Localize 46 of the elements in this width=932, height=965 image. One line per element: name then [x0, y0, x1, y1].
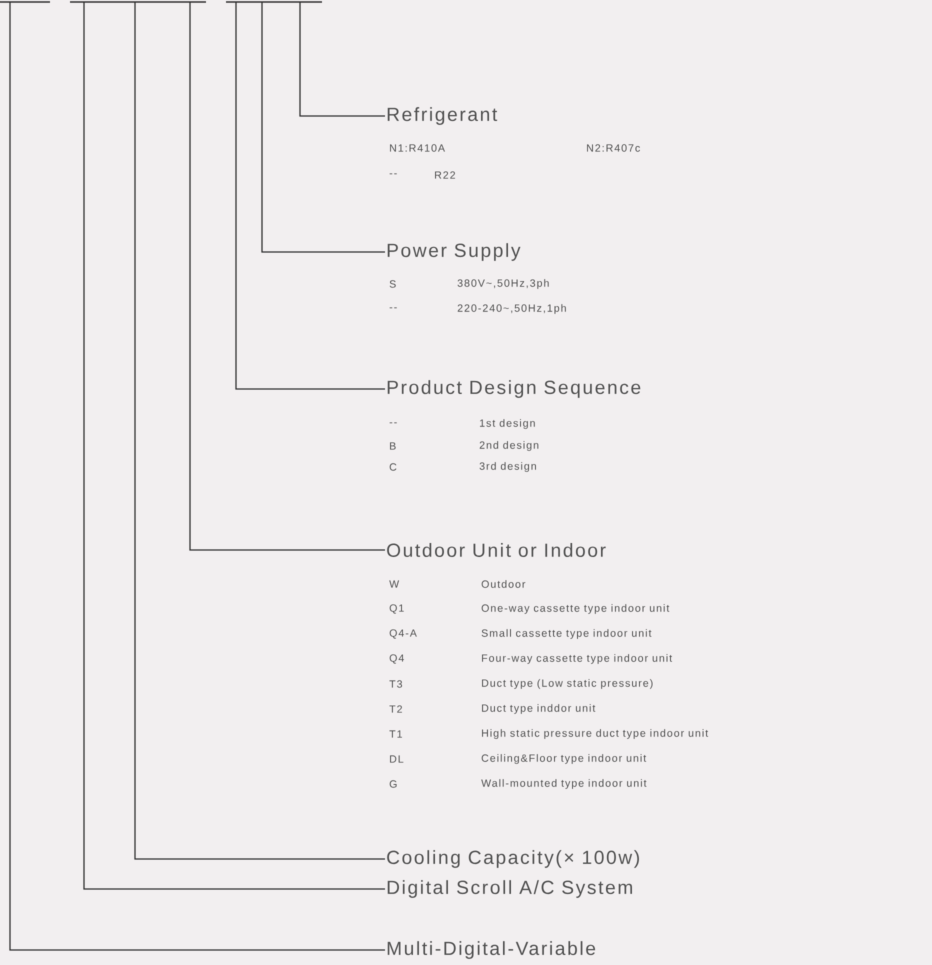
- code-letter: --: [390, 307, 397, 308]
- leader-line: [83, 2, 385, 890]
- code-letter: T2: [389, 705, 402, 713]
- code-meaning: Wall-mounted type indoor unit: [481, 779, 646, 789]
- code-meaning: Four-way cassette type indoor unit: [482, 654, 672, 664]
- code-meaning: 3rd design: [480, 462, 536, 472]
- code-letter: B: [390, 442, 396, 450]
- code-letter: G: [390, 780, 397, 788]
- code-letter: DL: [390, 755, 404, 763]
- leader-line: [134, 2, 385, 860]
- code-letter: S: [390, 280, 396, 288]
- section-heading: Cooling Capacity(× 100w): [387, 850, 639, 868]
- code-meaning: R22: [435, 171, 456, 179]
- code-letter: C: [390, 463, 396, 471]
- code-meaning: 2nd design: [480, 441, 538, 451]
- code-meaning: 380V~,50Hz,3ph: [458, 279, 549, 289]
- code-letter: T1: [389, 730, 402, 738]
- code-meaning: 220-240~,50Hz,1ph: [458, 304, 566, 314]
- section-heading: Power Supply: [388, 243, 520, 261]
- code-meaning: 1st design: [480, 419, 535, 429]
- leader-line: [9, 2, 385, 951]
- code-letter: Q4: [390, 654, 404, 664]
- section-heading: Outdoor Unit or Indoor: [387, 543, 606, 557]
- code-letter: --: [390, 173, 397, 174]
- code-letter: Q1: [390, 604, 404, 614]
- code-letter: W: [389, 580, 400, 588]
- leader-line: [299, 2, 385, 117]
- code-letter: N1:R410A: [390, 144, 445, 152]
- code-meaning: Duct type (Low static pressure): [482, 679, 653, 689]
- code-meaning: N2:R407c: [587, 144, 640, 152]
- code-letter: Q4-A: [390, 629, 417, 639]
- code-letter: --: [390, 422, 397, 424]
- section-heading: Multi-Digital-Variable: [388, 941, 596, 959]
- leader-line: [235, 2, 385, 390]
- code-meaning: Outdoor: [482, 580, 526, 588]
- code-meaning: Small cassette type indoor unit: [482, 629, 652, 639]
- code-meaning: Ceiling&Floor type indoor unit: [482, 754, 646, 764]
- section-heading: Digital Scroll A/C System: [388, 880, 632, 898]
- section-heading: Refrigerant: [388, 107, 498, 125]
- code-meaning: High static pressure duct type indoor unit: [482, 729, 708, 739]
- leader-line: [261, 2, 385, 253]
- code-meaning: One-way cassette type indoor unit: [482, 604, 670, 614]
- code-letter: T3: [389, 680, 402, 688]
- section-heading: Product Design Sequence: [388, 380, 640, 398]
- code-meaning: Duct type inddor unit: [482, 704, 596, 714]
- leader-line: [189, 2, 385, 551]
